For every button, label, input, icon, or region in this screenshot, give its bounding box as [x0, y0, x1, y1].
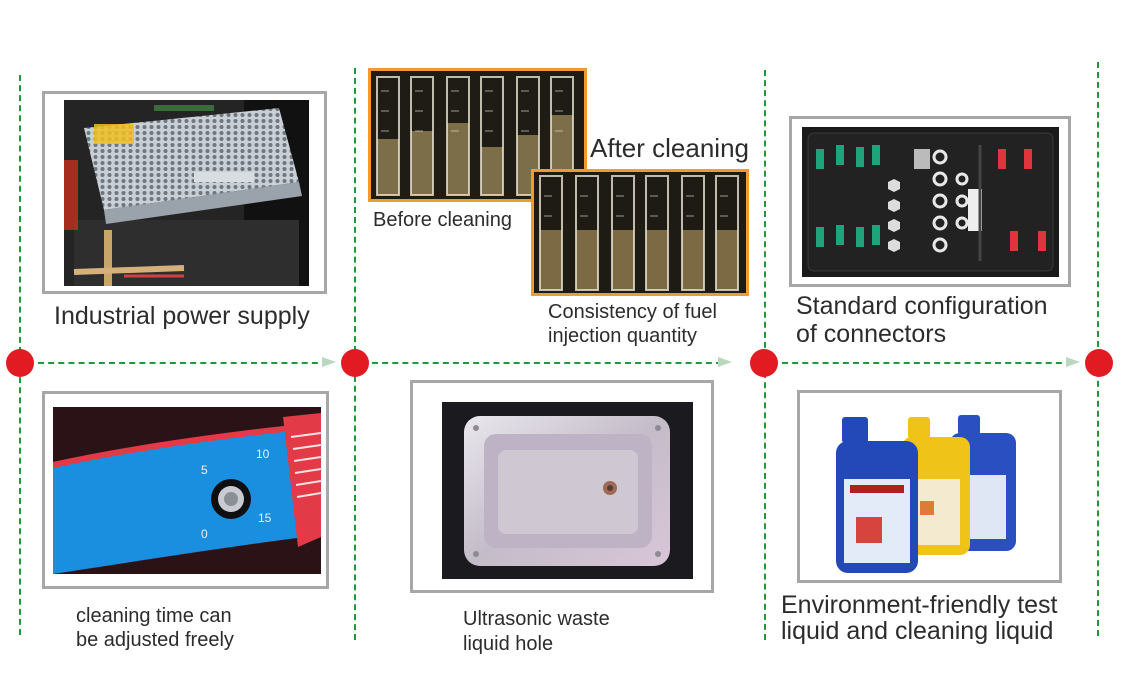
power-supply-photo — [64, 100, 309, 286]
before-cleaning-caption: Before cleaning — [373, 209, 512, 231]
timeline-segment-3 — [782, 362, 1072, 364]
liquid-caption-line1: Environment-friendly test — [781, 591, 1058, 619]
after-cleaning-photo — [531, 169, 749, 296]
connectors-caption-line2: of connectors — [796, 320, 947, 348]
consistency-caption-line2: injection quantity — [548, 325, 697, 347]
liquid-photo — [830, 405, 1030, 577]
liquid-caption-line2: liquid and cleaning liquid — [781, 617, 1054, 645]
timer-mark-10: 10 — [256, 447, 270, 461]
timer-mark-0: 0 — [201, 527, 208, 541]
timeline-dot-3 — [750, 349, 778, 377]
tank-caption-line2: liquid hole — [463, 633, 554, 655]
timeline-segment-1 — [38, 362, 328, 364]
timeline-dot-2 — [341, 349, 369, 377]
tank-photo — [442, 402, 693, 579]
timeline-arrow-1 — [322, 357, 336, 367]
connectors-photo — [802, 127, 1059, 277]
tank-caption-line1: Ultrasonic waste — [463, 608, 610, 630]
after-cleaning-caption: After cleaning — [590, 133, 749, 163]
timer-caption-line1: cleaning time can — [76, 605, 232, 627]
timeline-arrow-2 — [718, 357, 732, 367]
timeline-dot-1 — [6, 349, 34, 377]
connectors-caption-line1: Standard configuration — [796, 292, 1048, 320]
timeline-dot-4 — [1085, 349, 1113, 377]
timeline-segment-2 — [372, 362, 722, 364]
power-supply-caption: Industrial power supply — [54, 302, 310, 330]
timer-caption-line2: be adjusted freely — [76, 629, 234, 651]
timer-mark-5: 5 — [201, 463, 208, 477]
timeline-arrow-3 — [1066, 357, 1080, 367]
timer-photo — [53, 407, 321, 574]
timer-mark-15: 15 — [258, 511, 272, 525]
consistency-caption-line1: Consistency of fuel — [548, 301, 717, 323]
